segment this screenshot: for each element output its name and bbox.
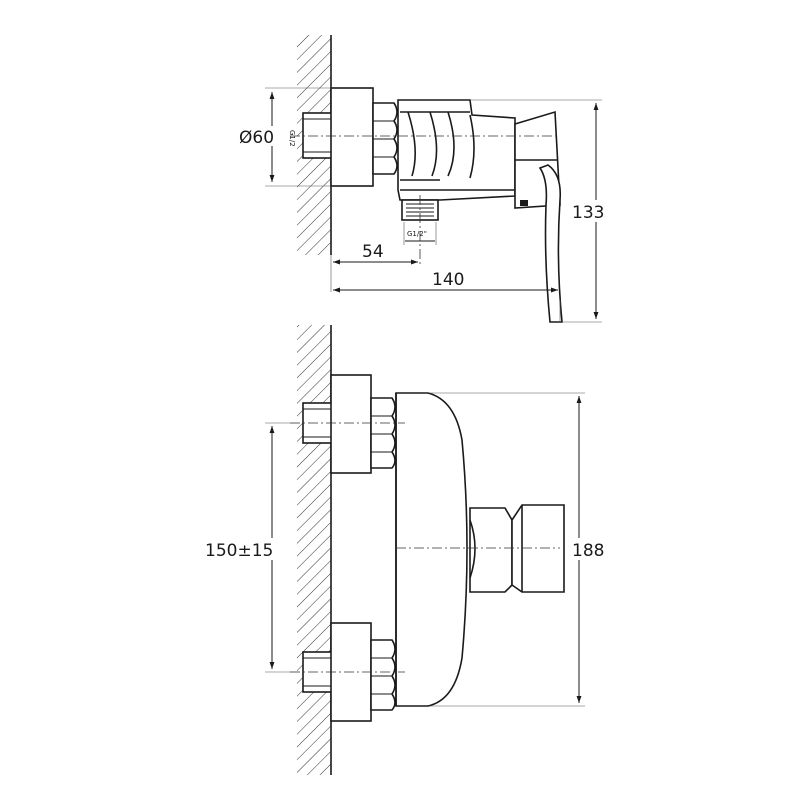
front-view: 150±15 188 bbox=[205, 325, 612, 775]
cartridge-front bbox=[469, 507, 513, 593]
rosette-upper bbox=[330, 374, 372, 474]
side-view: Ø60 G1/2 G1/2" 54 140 133 bbox=[239, 35, 614, 323]
mixer-body-front bbox=[395, 392, 468, 707]
dim-depth-outlet: 54 bbox=[362, 242, 384, 262]
dim-total-depth: 140 bbox=[432, 270, 464, 290]
dim-center-distance: 150±15 bbox=[205, 541, 273, 561]
wall-hatch-bottom bbox=[297, 325, 331, 775]
nut-upper bbox=[370, 397, 396, 469]
wall-pipe-top bbox=[302, 112, 334, 159]
rosette-top bbox=[330, 87, 374, 187]
lever-head-front bbox=[511, 504, 565, 593]
lever-handle-side bbox=[538, 164, 563, 323]
dim-front-height: 188 bbox=[572, 541, 604, 561]
nut-lower bbox=[370, 639, 396, 711]
dim-pipe-diameter: Ø60 bbox=[239, 128, 274, 148]
thread-label-side: G1/2 bbox=[288, 130, 296, 147]
thread-label-outlet: G1/2" bbox=[407, 230, 427, 238]
dim-side-height: 133 bbox=[572, 203, 604, 223]
